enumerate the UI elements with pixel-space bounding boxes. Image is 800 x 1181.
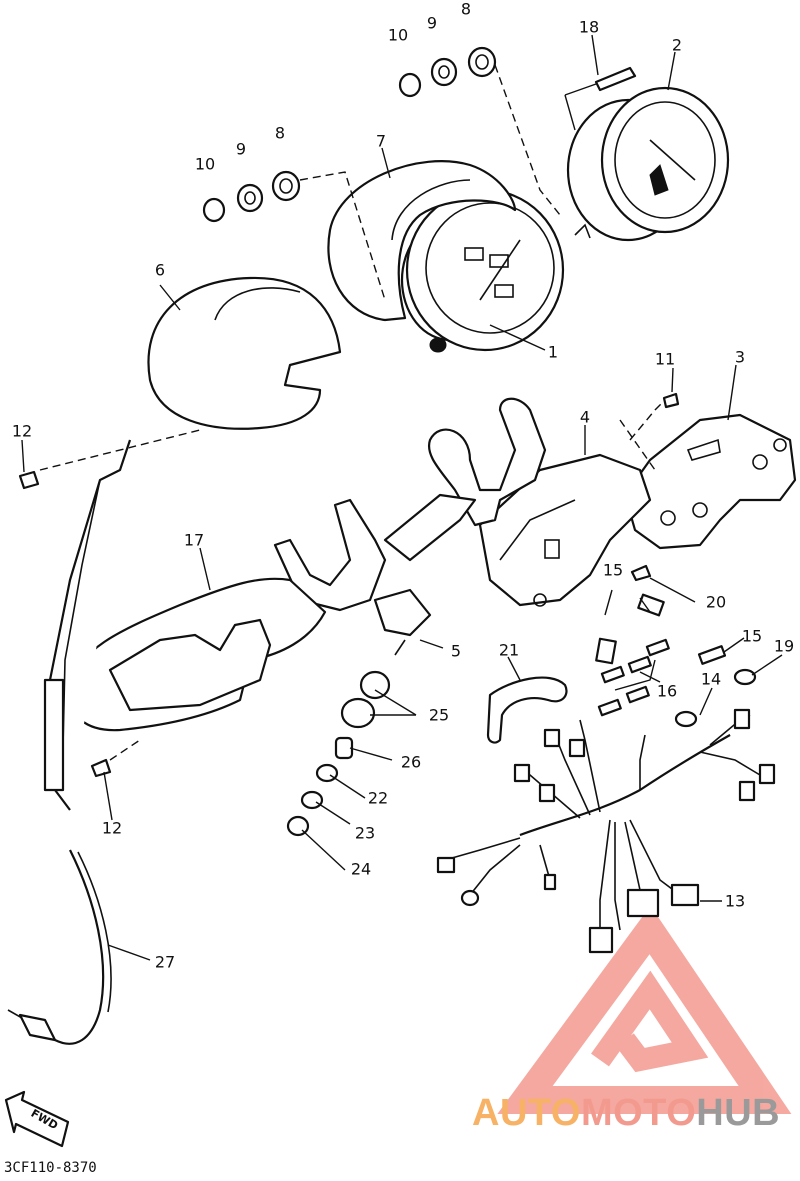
callout-13: 13 bbox=[724, 891, 746, 911]
callout-4: 4 bbox=[579, 407, 591, 427]
callout-24: 24 bbox=[350, 859, 372, 879]
washer-22 bbox=[315, 763, 339, 783]
callout-20: 20 bbox=[705, 592, 727, 612]
callout-12-bottom: 12 bbox=[101, 818, 123, 838]
speedometer-gauge bbox=[400, 188, 565, 353]
callout-6: 6 bbox=[154, 260, 166, 280]
part-9-washer-top bbox=[430, 57, 458, 87]
callout-3: 3 bbox=[734, 347, 746, 367]
callout-2: 2 bbox=[671, 35, 683, 55]
callout-17: 17 bbox=[183, 530, 205, 550]
callout-9: 9 bbox=[235, 139, 247, 159]
diagram-code: 3CF110-8370 bbox=[4, 1160, 97, 1176]
gauge-cover-7 bbox=[327, 160, 517, 322]
bulb-16b bbox=[627, 655, 652, 674]
callout-19: 19 bbox=[773, 636, 795, 656]
callout-12-top: 12 bbox=[11, 421, 33, 441]
part-8-washer bbox=[271, 170, 301, 202]
part-10-nut-top bbox=[398, 72, 422, 98]
fwd-arrow-icon bbox=[4, 1090, 70, 1148]
screw-20 bbox=[630, 564, 652, 582]
callout-8: 8 bbox=[274, 123, 286, 143]
callout-14: 14 bbox=[700, 669, 722, 689]
callout-21: 21 bbox=[498, 640, 520, 660]
watermark-text: AUTOMOTOHUB bbox=[472, 1092, 780, 1135]
watermark-part-auto: AUTO bbox=[472, 1092, 581, 1134]
screw-11 bbox=[662, 392, 680, 409]
callout-10: 10 bbox=[194, 154, 216, 174]
callout-15-right: 15 bbox=[741, 626, 763, 646]
socket-15a bbox=[637, 593, 665, 617]
part-18-clip bbox=[594, 66, 637, 92]
part-8-washer-top bbox=[467, 46, 497, 78]
callout-22: 22 bbox=[367, 788, 389, 808]
callout-16: 16 bbox=[656, 681, 678, 701]
bulb-16a bbox=[600, 665, 625, 684]
grommet-25b bbox=[340, 697, 376, 729]
callout-9-top: 9 bbox=[426, 13, 438, 33]
callout-5: 5 bbox=[450, 641, 462, 661]
callout-11: 11 bbox=[654, 349, 676, 369]
part-10-nut bbox=[202, 197, 226, 223]
callout-18: 18 bbox=[578, 17, 600, 37]
callout-8-top: 8 bbox=[460, 0, 472, 19]
bracket-4 bbox=[478, 453, 652, 607]
part-9-washer bbox=[236, 183, 264, 213]
screw-12-bottom bbox=[90, 758, 112, 778]
screw-12-top bbox=[18, 470, 40, 490]
callout-26: 26 bbox=[400, 752, 422, 772]
gauge-cover-6 bbox=[147, 276, 342, 430]
bulb-15 bbox=[697, 645, 727, 665]
mount-bracket bbox=[273, 498, 387, 612]
speedometer-cable-27 bbox=[7, 439, 132, 1045]
bulb-19 bbox=[733, 668, 757, 686]
callout-25: 25 bbox=[428, 705, 450, 725]
socket-15b bbox=[595, 637, 617, 665]
grommet-25a bbox=[359, 670, 391, 700]
watermark-part-moto: MOTO bbox=[580, 1092, 697, 1134]
callout-27: 27 bbox=[154, 952, 176, 972]
bulb-16e bbox=[625, 685, 650, 704]
damper-21 bbox=[486, 676, 568, 744]
watermark-part-hub: HUB bbox=[696, 1092, 781, 1134]
tachometer-gauge bbox=[566, 86, 730, 242]
bulb-16c bbox=[645, 638, 670, 657]
bracket-3 bbox=[623, 413, 797, 550]
bulb-14 bbox=[674, 710, 698, 728]
callout-10-top: 10 bbox=[387, 25, 409, 45]
wire-harness-13 bbox=[436, 708, 776, 954]
callout-7: 7 bbox=[375, 131, 387, 151]
handlebar-bracket bbox=[427, 397, 547, 527]
nut-23 bbox=[300, 790, 324, 810]
bulb-16d bbox=[597, 698, 622, 717]
watermark-logo-icon bbox=[497, 905, 792, 1114]
callout-23: 23 bbox=[354, 823, 376, 843]
callout-1: 1 bbox=[547, 342, 559, 362]
callout-15-top: 15 bbox=[602, 560, 624, 580]
collar-26 bbox=[334, 736, 354, 760]
